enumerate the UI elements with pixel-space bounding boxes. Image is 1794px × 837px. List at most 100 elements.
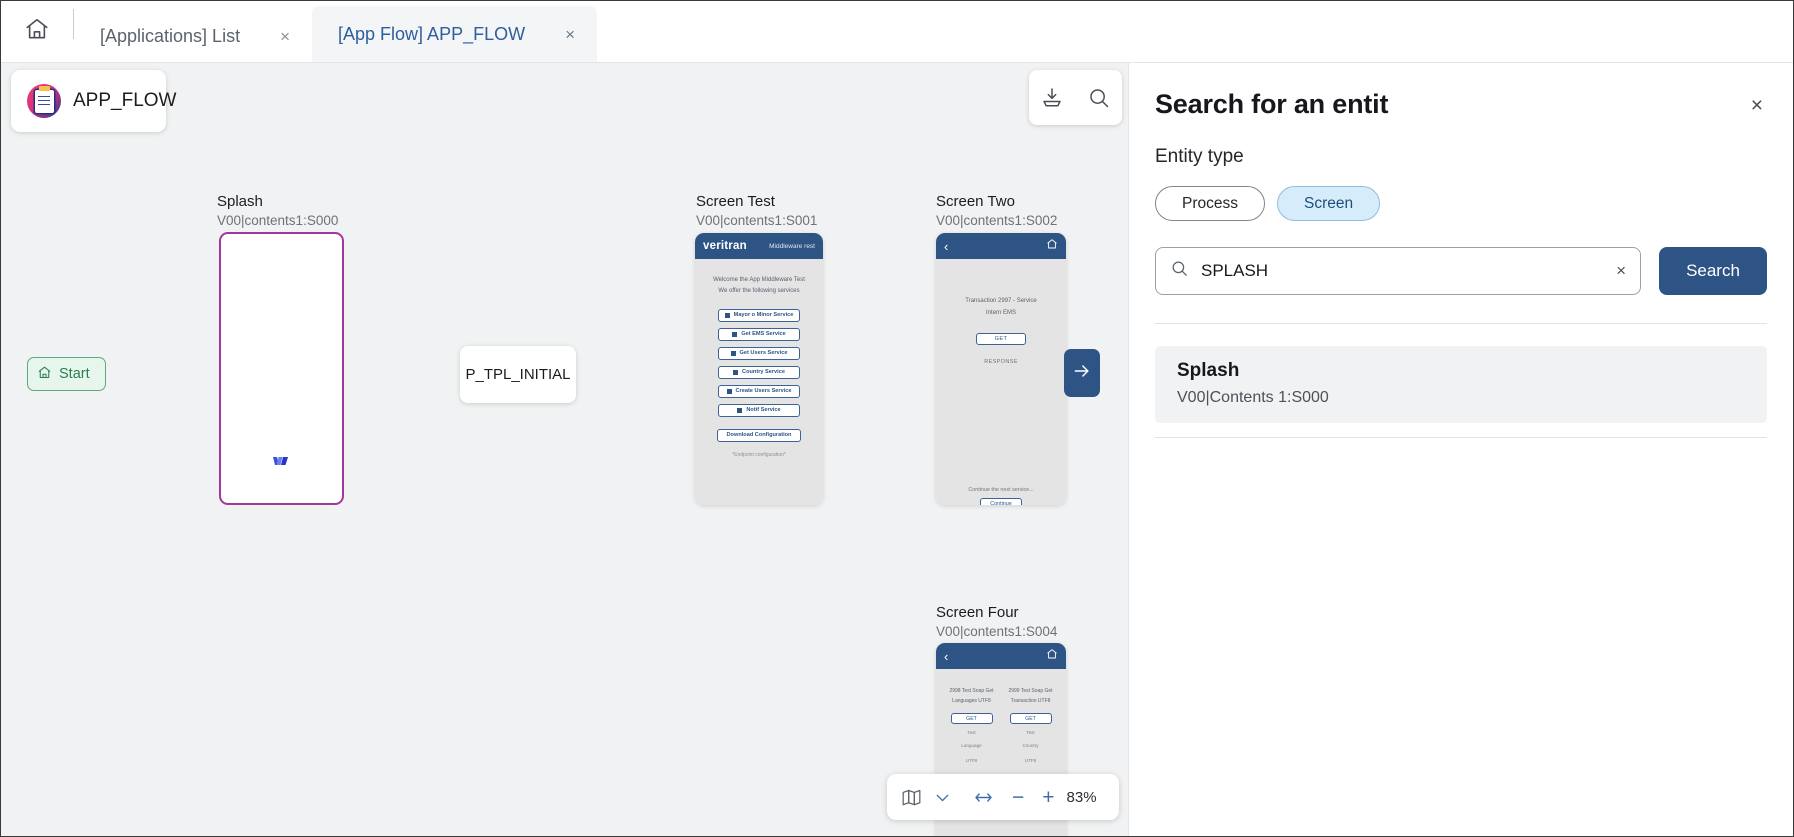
continue-button[interactable]: Continue [980, 498, 1022, 505]
search-icon[interactable] [1087, 86, 1111, 110]
tab-label: [App Flow] APP_FLOW [338, 23, 526, 44]
zoom-percent: 83% [1066, 788, 1097, 806]
mock-appbar: ‹ [936, 643, 1066, 669]
node-screen-two[interactable]: ‹ Transaction 2997 - Service Intern EMS … [936, 233, 1066, 505]
search-field-wrapper[interactable]: × [1155, 247, 1641, 295]
search-input[interactable] [1201, 261, 1605, 281]
home-icon [24, 16, 50, 47]
zoom-in-button[interactable]: + [1042, 785, 1055, 809]
result-sub: V00|Contents 1:S000 [1177, 389, 1329, 406]
search-icon [1170, 259, 1189, 283]
tab-divider [73, 8, 74, 39]
square-icon [732, 331, 738, 337]
node-sub-splash: V00|contents1:S000 [217, 213, 339, 228]
soap-column-left: 2998 Test Soap Get Languages UTF8 GET Te… [942, 687, 1001, 766]
result-name: Splash [1177, 360, 1240, 381]
square-icon [733, 369, 739, 375]
app-name-chip[interactable]: APP_FLOW [11, 70, 176, 132]
home-button[interactable] [1, 1, 73, 62]
service-label: Get EMS Service [741, 331, 786, 338]
chevron-down-icon[interactable] [932, 787, 953, 808]
mock-appbar: ‹ [936, 233, 1066, 259]
soap-left-result-1: Test [967, 730, 976, 735]
close-icon[interactable]: × [565, 24, 576, 44]
square-icon [730, 350, 736, 356]
soap-right-line-2: Transaction UTF8 [1010, 697, 1051, 704]
service-label: Get Users Service [739, 350, 788, 357]
panel-divider [1155, 323, 1767, 324]
download-icon[interactable] [1040, 86, 1064, 110]
canvas-toolbar [1029, 70, 1122, 125]
service-button[interactable]: Create Users Service [718, 384, 800, 398]
download-configuration-button[interactable]: Download Configuration [717, 428, 801, 442]
zoom-out-button[interactable]: − [1012, 785, 1025, 809]
tab-label: [Applications] List [100, 25, 241, 46]
search-row: × Search [1129, 221, 1793, 295]
clipboard-icon [27, 84, 61, 118]
soap-right-result-1: Test [1026, 730, 1035, 735]
service-button[interactable]: Country Service [718, 365, 800, 379]
fit-horizontal-icon[interactable] [973, 787, 994, 808]
response-label: RESPONSE [984, 359, 1018, 365]
service-button-list: Mayor o Minor Service Get EMS Service Ge… [695, 308, 823, 417]
node-screen-test[interactable]: veritran Middleware rest Welcome the App… [695, 233, 823, 505]
chevron-left-icon[interactable]: ‹ [944, 648, 949, 664]
app-name: APP_FLOW [73, 90, 177, 111]
node-p-tpl-initial[interactable]: P_TPL_INITIAL [460, 346, 576, 403]
soap-left-result-3: UTF8 [965, 758, 978, 764]
service-label: Mayor o Minor Service [733, 312, 794, 319]
tab-applications-list[interactable]: [Applications] List × [74, 10, 312, 62]
service-button[interactable]: Notif Service [718, 403, 800, 417]
node-splash[interactable] [219, 232, 344, 505]
service-label: Notif Service [746, 407, 781, 414]
get-label: GET [994, 336, 1008, 342]
intro-line-1: Welcome the App Middleware Test [713, 277, 805, 283]
mock-body: Transaction 2997 - Service Intern EMS GE… [936, 259, 1066, 505]
close-icon[interactable]: × [280, 26, 291, 46]
chevron-left-icon[interactable]: ‹ [944, 238, 949, 254]
get-button[interactable]: GET [976, 333, 1026, 345]
get-button[interactable]: GET [1009, 713, 1052, 724]
start-node[interactable]: Start [27, 357, 106, 391]
home-icon[interactable] [1046, 237, 1058, 255]
entity-type-screen[interactable]: Screen [1277, 186, 1381, 221]
square-icon [726, 388, 732, 394]
square-icon [737, 407, 743, 413]
appbar-right-text: Middleware rest [769, 242, 815, 250]
clear-search-icon[interactable]: × [1616, 261, 1626, 280]
mock-body: Welcome the App Middleware Test We offer… [695, 259, 823, 505]
soap-right-result-2: Country [1022, 743, 1039, 748]
service-button[interactable]: Get EMS Service [718, 327, 800, 341]
search-entity-panel: Search for an entit × Entity type Proces… [1129, 63, 1793, 836]
square-icon [724, 312, 730, 318]
result-item-splash[interactable]: Splash V00|Contents 1:S000 [1155, 346, 1767, 423]
node-title-screen-four: Screen Four [936, 604, 1019, 621]
soap-left-line-2: Languages UTF8 [952, 697, 991, 704]
arrow-right-icon [1072, 361, 1092, 386]
mock-intro: Welcome the App Middleware Test We offer… [695, 259, 823, 298]
entity-type-group: Process Screen [1129, 168, 1793, 221]
entity-type-process[interactable]: Process [1155, 186, 1265, 221]
flow-canvas[interactable]: APP_FLOW [1, 63, 1129, 836]
node-sub-screen-test: V00|contents1:S001 [696, 213, 818, 228]
search-results: Splash V00|Contents 1:S000 [1129, 324, 1793, 438]
map-icon[interactable] [901, 787, 922, 808]
node-title-screen-two: Screen Two [936, 193, 1015, 210]
search-button[interactable]: Search [1659, 247, 1767, 295]
soap-right-result-3: UTF8 [1024, 758, 1037, 764]
get-button[interactable]: GET [950, 713, 993, 724]
intro-line-2: We offer the following services [718, 288, 800, 295]
next-arrow-button[interactable] [1064, 349, 1100, 397]
transaction-line-1: Transaction 2997 - Service [965, 298, 1037, 304]
service-button[interactable]: Mayor o Minor Service [718, 308, 800, 322]
continue-label: Continue [990, 500, 1012, 506]
result-divider [1155, 437, 1767, 438]
home-icon[interactable] [1046, 647, 1058, 665]
transaction-title: Transaction 2997 - Service Intern EMS [936, 259, 1066, 319]
tab-app-flow[interactable]: [App Flow] APP_FLOW × [312, 6, 598, 62]
close-icon[interactable]: × [1750, 94, 1763, 117]
service-button[interactable]: Get Users Service [718, 346, 800, 360]
entity-type-label: Entity type [1155, 146, 1244, 167]
soap-left-line-1: 2998 Test Soap Get [949, 688, 994, 694]
soap-right-line-1: 2999 Test Soap Get [1008, 688, 1053, 694]
